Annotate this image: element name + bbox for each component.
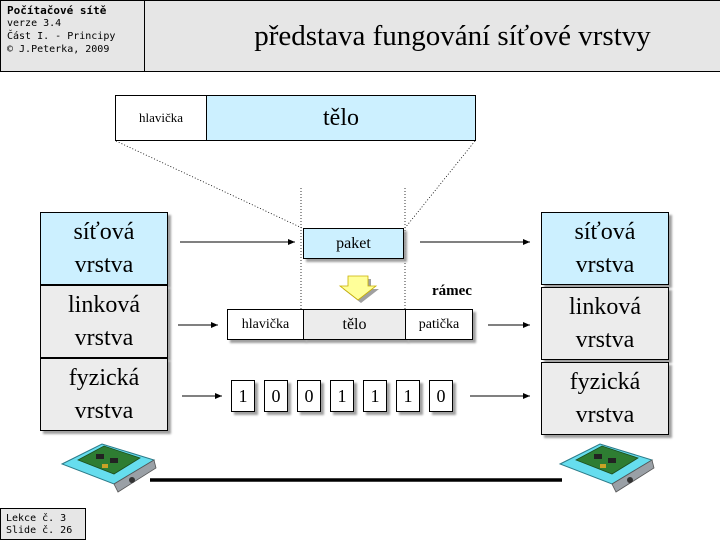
funnel-line-left	[115, 140, 303, 229]
frame-label: rámec	[432, 283, 472, 299]
bit-cell: 1	[330, 380, 354, 412]
bit-cell: 0	[264, 380, 288, 412]
lesson-number: Lekce č. 3	[6, 513, 67, 524]
packet-detail-body: tělo	[206, 95, 476, 141]
packet-detail-header: hlavička	[115, 95, 207, 141]
network-card-icon	[558, 443, 655, 493]
packet-box: paket	[303, 228, 404, 259]
bit-cell: 1	[363, 380, 387, 412]
frame-body: tělo	[303, 309, 406, 340]
course-name: Počítačové sítě	[7, 4, 107, 17]
funnel-line-right	[404, 140, 476, 229]
slide-footer: Lekce č. 3 Slide č. 26	[0, 508, 86, 540]
slide-info-panel: Počítačové sítě verze 3.4 Část I. - Prin…	[0, 0, 145, 72]
encapsulation-arrow-icon	[338, 275, 379, 303]
bit-cell: 0	[297, 380, 321, 412]
copyright-text: © J.Peterka, 2009	[7, 44, 110, 55]
slide-number: Slide č. 26	[6, 525, 73, 536]
version-text: verze 3.4	[7, 18, 62, 29]
part-text: Část I. - Principy	[7, 31, 116, 42]
page-title: představa fungování síťové vrstvy	[145, 0, 720, 72]
bit-cell: 1	[396, 380, 420, 412]
frame-trailer: patička	[405, 309, 473, 340]
bit-cell: 0	[429, 380, 453, 412]
frame-header: hlavička	[227, 309, 304, 340]
network-card-icon	[60, 443, 157, 493]
bit-cell: 1	[231, 380, 255, 412]
